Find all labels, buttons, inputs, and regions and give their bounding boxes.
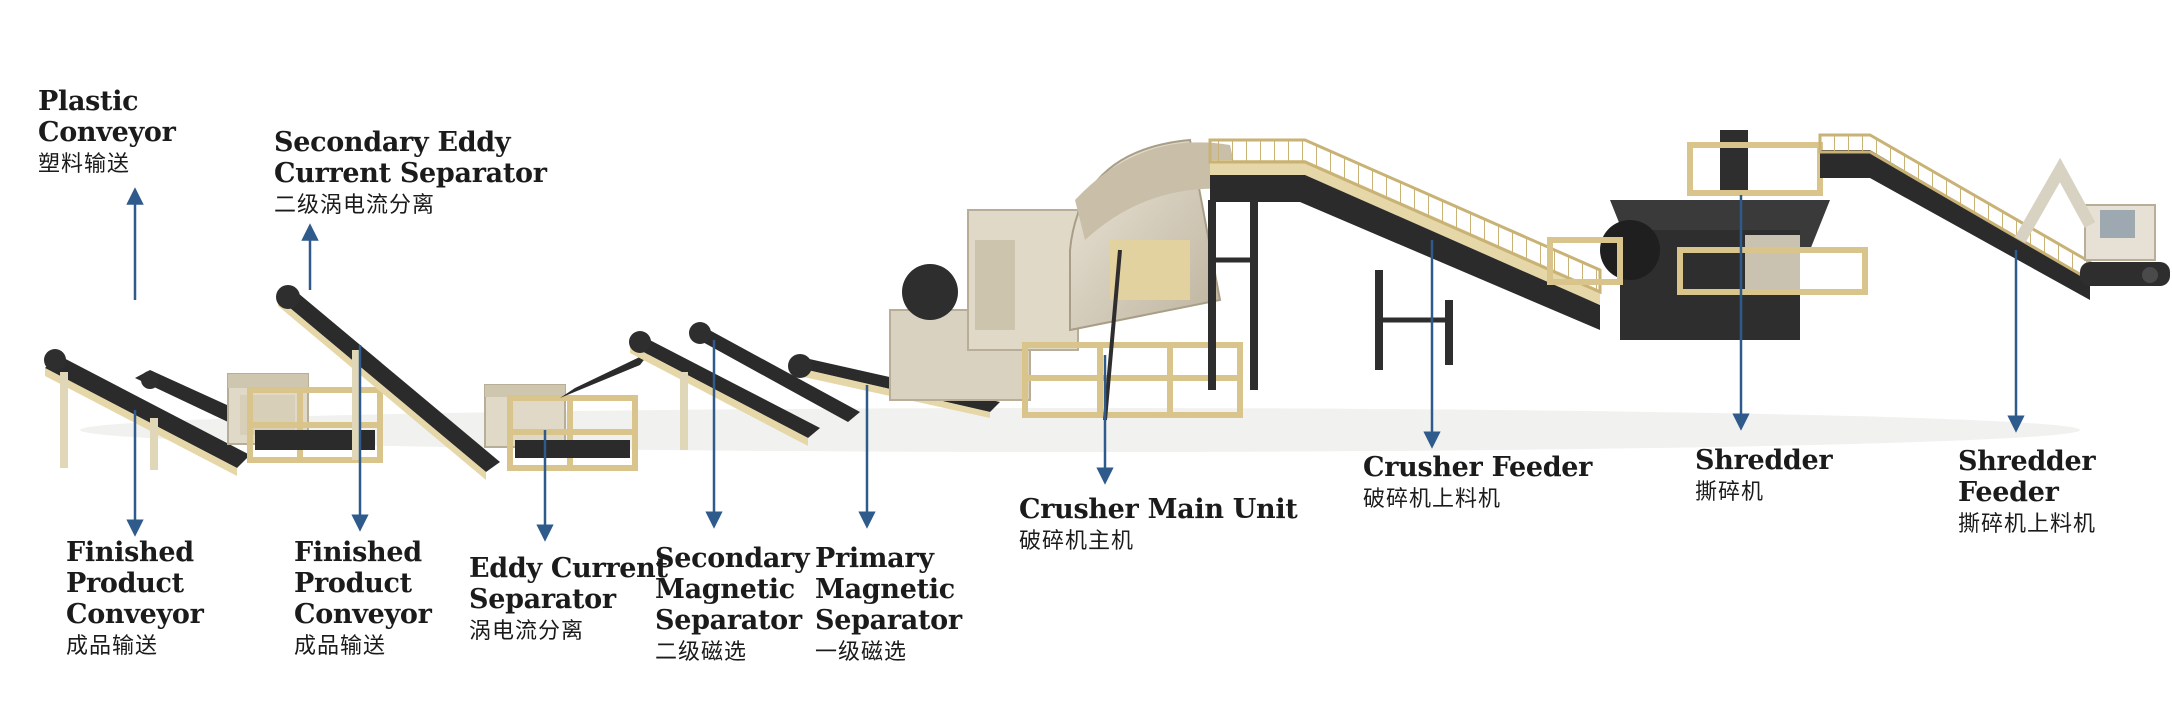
- label-zh: 涡电流分离: [469, 619, 585, 644]
- finished-product-conveyor-second: [276, 285, 500, 480]
- label-en: Crusher Feeder: [1363, 452, 1593, 483]
- eddy-current-separator-machine: [484, 352, 650, 471]
- finished-product-conveyor-left: [44, 349, 250, 476]
- label-zh: 成品输送: [66, 634, 159, 659]
- crusher-feeder-machine: [1208, 138, 1602, 390]
- label-secondary-magnetic-separator: Secondary Magnetic Separator 二级磁选: [655, 543, 810, 668]
- label-shredder-feeder: Shredder Feeder 撕碎机上料机: [1958, 446, 2172, 540]
- label-en: Shredder Feeder: [1958, 446, 2096, 508]
- label-zh: 撕碎机: [1695, 480, 1765, 505]
- label-crusher-feeder: Crusher Feeder 破碎机上料机: [1363, 452, 1592, 515]
- label-en: Plastic Conveyor: [38, 86, 176, 148]
- label-en: Crusher Main Unit: [1019, 494, 1298, 525]
- label-zh: 二级涡电流分离: [274, 193, 436, 218]
- crusher-main-unit-machine: [889, 138, 1243, 421]
- secondary-magnetic-separator-machine: [629, 322, 860, 450]
- label-en: Finished Product Conveyor: [66, 537, 204, 630]
- label-finished-product-conveyor-1: Finished Product Conveyor 成品输送: [66, 537, 204, 662]
- label-zh: 破碎机主机: [1019, 529, 1135, 554]
- label-en: Eddy Current Separator: [469, 553, 668, 615]
- leader-arrows: [126, 187, 2025, 542]
- label-zh: 撕碎机上料机: [1958, 512, 2097, 537]
- label-secondary-eddy-current-separator: Secondary Eddy Current Separator 二级涡电流分离: [274, 127, 547, 221]
- label-eddy-current-separator: Eddy Current Separator 涡电流分离: [469, 553, 668, 647]
- label-crusher-main-unit: Crusher Main Unit 破碎机主机: [1019, 494, 1298, 557]
- label-zh: 一级磁选: [815, 640, 908, 665]
- shredder-machine: [1547, 130, 1868, 340]
- label-en: Primary Magnetic Separator: [815, 543, 962, 636]
- label-shredder: Shredder 撕碎机: [1695, 445, 1833, 508]
- label-zh: 破碎机上料机: [1363, 487, 1502, 512]
- excavator: [2014, 157, 2170, 286]
- label-zh: 成品输送: [294, 634, 387, 659]
- label-plastic-conveyor: Plastic Conveyor 塑料输送: [38, 86, 176, 180]
- label-en: Finished Product Conveyor: [294, 537, 432, 630]
- label-primary-magnetic-separator: Primary Magnetic Separator 一级磁选: [815, 543, 962, 668]
- label-finished-product-conveyor-2: Finished Product Conveyor 成品输送: [294, 537, 432, 662]
- plastic-conveyor-machine: [135, 370, 383, 463]
- label-en: Secondary Eddy Current Separator: [274, 127, 547, 189]
- shredder-feeder-machine: [1818, 133, 2092, 300]
- label-zh: 塑料输送: [38, 152, 131, 177]
- label-en: Secondary Magnetic Separator: [655, 543, 810, 636]
- label-zh: 二级磁选: [655, 640, 748, 665]
- label-en: Shredder: [1695, 445, 1833, 476]
